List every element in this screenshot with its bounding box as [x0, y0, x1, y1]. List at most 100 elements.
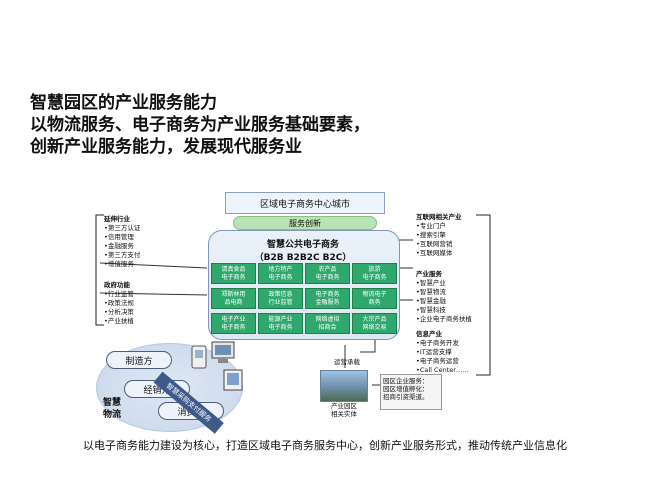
- service-cell: 政策信息行业监管: [258, 288, 303, 309]
- service-cell-line: 行业监管: [268, 298, 293, 306]
- industrial-park-photo: [320, 370, 368, 402]
- service-cell-label: 旅游电子商务: [362, 266, 386, 282]
- service-cell: 电子产业电子商务: [211, 313, 256, 334]
- list-item: •金融服务: [104, 242, 134, 250]
- service-cell: 物流电子商务: [352, 288, 397, 309]
- service-cell-line: 政策信息: [268, 290, 293, 298]
- distributor-label: 经销方: [143, 385, 171, 396]
- list-item: •第三方认证: [104, 224, 141, 232]
- right-group-industry-head: 产业服务: [416, 270, 442, 278]
- list-item: •专业门户: [416, 222, 446, 230]
- service-cell-label: 能源产业电子商务: [268, 316, 292, 332]
- left-group-government: 政府功能 •行业监管 •政策法规 •分析决策 •产业扶植: [104, 281, 134, 326]
- operation-carrier-label: 运营承载: [334, 358, 360, 366]
- service-cell-line: 电子商务: [268, 273, 293, 281]
- service-cell-label: 大宗产品网络交易: [362, 316, 386, 332]
- industrial-park-label: 产业园区 相关实体: [318, 402, 370, 418]
- bracket-lines: [95, 214, 491, 376]
- service-cell-label: 电子产业电子商务: [221, 316, 245, 332]
- panel-subtitle: （B2B B2B2C B2C）: [254, 253, 352, 263]
- service-cell-label: 网络虚拟招商会: [315, 316, 339, 332]
- right-group-info: 信息产业 •电子商务开发 •IT运营支撑 •电子商务运营 •Call Cente…: [416, 330, 469, 375]
- smart-logistics-label: 智慧 物流: [103, 397, 121, 421]
- service-cell-line: 商务: [368, 298, 381, 306]
- left-group-government-head: 政府功能: [104, 281, 130, 289]
- service-cell-label: 物流电子商务: [362, 291, 386, 307]
- service-cell-line: 大宗产品: [362, 315, 387, 323]
- region-ecommerce-center-label: 区域电子商务中心城市: [259, 199, 350, 210]
- service-cell-label: 地方特产电子商务: [268, 266, 292, 282]
- subtitle-line-2: 创新产业服务能力，发展现代服务业: [30, 137, 302, 157]
- service-cell-line: 农产品: [318, 265, 337, 273]
- list-item: •电子商务开发: [416, 339, 459, 347]
- left-bracket: [95, 214, 104, 326]
- service-cell-label: 电子商务金融服务: [315, 291, 339, 307]
- service-cell: 旅游电子商务: [352, 263, 397, 284]
- list-item: •行业监管: [104, 290, 134, 298]
- service-cell-line: 电子商务: [268, 323, 293, 331]
- service-cell-line: 网络交易: [362, 323, 387, 331]
- service-cell-line: 能源产业: [268, 315, 293, 323]
- region-ecommerce-center-box: 区域电子商务中心城市: [225, 192, 385, 214]
- bottom-caption: 以电子商务能力建设为核心，打造区域电子商务服务中心，创新产业服务形式，推动传统产…: [83, 439, 567, 452]
- list-item: •信用管理: [104, 233, 134, 241]
- service-cell-label: 郑斯林用品电商: [221, 291, 245, 307]
- service-cell-line: 金融服务: [315, 298, 340, 306]
- service-cell-line: 电子商务: [221, 323, 246, 331]
- computer-icon: [211, 341, 235, 363]
- smart-logistics-line-1: 智慧: [103, 398, 122, 408]
- service-cell-line: 招商会: [318, 323, 337, 331]
- service-innovation-band: 服务创新: [233, 216, 377, 230]
- left-group-extended-head: 延伸行业: [104, 215, 130, 223]
- service-cell-line: 郑斯林用: [221, 290, 246, 298]
- list-item: •互联网媒体: [416, 249, 453, 257]
- service-cell-line: 电子商务: [221, 273, 246, 281]
- park-service-line: 招商引资渠道。: [383, 393, 429, 401]
- tablet-icon: [223, 369, 243, 391]
- list-item: •智慧金融: [416, 297, 446, 305]
- manufacturer-label: 制造方: [125, 356, 153, 367]
- list-item: •分析决策: [104, 308, 134, 316]
- list-item: •产业扶植: [104, 317, 134, 325]
- service-cell-line: 清真食品: [221, 265, 246, 273]
- service-cell-line: 电子产业: [221, 315, 246, 323]
- list-item: •政策法规: [104, 299, 134, 307]
- service-cell-label: 清真食品电子商务: [221, 266, 245, 282]
- park-label-line-1: 产业园区: [331, 402, 357, 410]
- list-item: •第三方支付: [104, 251, 141, 259]
- service-cell-line: 品电商: [224, 298, 243, 306]
- service-cell-line: 旅游: [368, 265, 381, 273]
- right-group-internet: 互联网相关产业 •专业门户 •搜索引擎 •互联网营销 •互联网媒体: [416, 213, 462, 258]
- phone-icon: [191, 345, 207, 369]
- list-item: •智慧产业: [416, 279, 446, 287]
- service-cell: 农产品电子商务: [305, 263, 350, 284]
- service-cell-label: 政策信息行业监管: [268, 291, 292, 307]
- list-item: •电子商务运营: [416, 357, 459, 365]
- service-cell: 网络虚拟招商会: [305, 313, 350, 334]
- park-service-line: 园区增值孵化：: [383, 385, 429, 393]
- title-block: 智慧园区的产业服务能力 以物流服务、电子商务为产业服务基础要素， 创新产业服务能…: [30, 92, 370, 158]
- list-item: •搜索引擎: [416, 231, 446, 239]
- list-item: •Call Center……: [416, 366, 469, 374]
- left-group-extended: 延伸行业 •第三方认证 •信用管理 •金融服务 •第三方支付 •增值服务: [104, 215, 140, 269]
- right-group-industry: 产业服务 •智慧产业 •智慧物流 •智慧金融 •智慧科技 •企业电子商务扶植: [416, 270, 472, 324]
- right-bracket: [476, 214, 491, 376]
- list-item: •企业电子商务扶植: [416, 315, 472, 323]
- page-title: 智慧园区的产业服务能力: [30, 93, 217, 113]
- park-label-line-2: 相关实体: [331, 410, 357, 418]
- list-item: •增值服务: [104, 260, 134, 268]
- service-cell: 大宗产品网络交易: [352, 313, 397, 334]
- right-group-internet-head: 互联网相关产业: [416, 213, 462, 221]
- park-service-line: 园区企业服务：: [383, 377, 429, 385]
- list-item: •智慧科技: [416, 306, 446, 314]
- service-cell-line: 地方特产: [268, 265, 293, 273]
- smart-logistics-line-2: 物流: [103, 410, 122, 420]
- service-cell-line: 电子商务: [362, 273, 387, 281]
- manufacturer-pill: 制造方: [106, 351, 172, 369]
- list-item: •互联网营销: [416, 240, 453, 248]
- left-connector-2: [99, 292, 208, 296]
- service-cell-line: 网络虚拟: [315, 315, 340, 323]
- service-innovation-label: 服务创新: [289, 218, 321, 228]
- subtitle-line-1: 以物流服务、电子商务为产业服务基础要素，: [30, 115, 370, 135]
